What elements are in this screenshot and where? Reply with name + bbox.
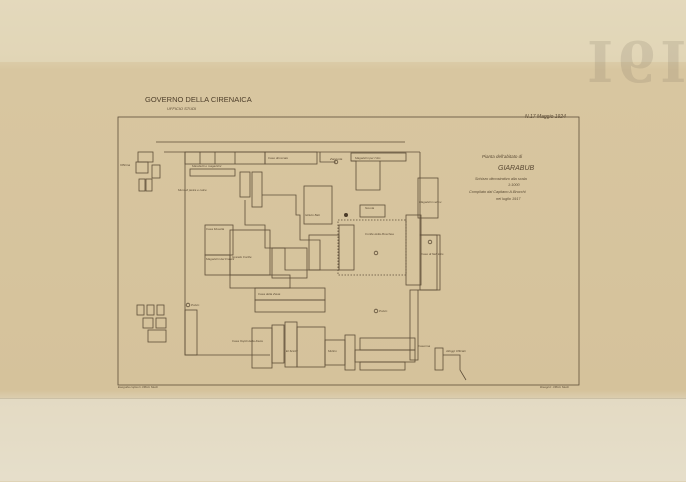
label: Alloggi Ufficiali: [445, 349, 466, 353]
label: Zanzuola: [329, 157, 343, 161]
label: Istituto Bab: [305, 213, 320, 217]
map-labels: Officina Marabutti e magazzini Case diro…: [120, 156, 466, 353]
label: Pozzo: [379, 309, 388, 313]
map-frame: [117, 116, 580, 386]
footer-right-note: Disegnò: Ufficio Studi: [540, 385, 569, 389]
label: Marabutti e magazzini: [192, 164, 222, 168]
label: El Sciobi: [286, 349, 298, 353]
buildings: [135, 141, 467, 381]
tissue-overlay: [0, 0, 686, 62]
label: Caserma: [418, 344, 431, 348]
label: Cortile della Moschea: [365, 232, 394, 236]
title-line: Compilato dal Capitano A.Brucchi: [469, 190, 526, 194]
tape-overlay: [0, 398, 686, 482]
label: Grande Cortile: [232, 255, 252, 259]
label: Case diroccate: [268, 156, 288, 160]
title-line: nel luglio 1917: [496, 197, 521, 201]
title-line: Schizzo dimostrativo alla scala: [475, 177, 527, 181]
footer-left-note: Eseguita copia in Ufficio Studi: [118, 385, 158, 389]
label: Officina: [120, 163, 131, 167]
label: Casa Ospiti della Zavia: [232, 339, 263, 343]
label: Scuola: [365, 206, 375, 210]
well-marker: [344, 213, 348, 217]
label: Muro di pietra e calce: [178, 188, 207, 192]
label: Case di Sidi Idris: [421, 252, 444, 256]
title-place: GIARABUB: [498, 165, 535, 172]
label: Mulino: [328, 349, 337, 353]
header-office: UFFICIO STUDI: [167, 106, 197, 111]
title-scale: 1:1000: [508, 183, 521, 187]
label: Magazzini vettov.: [419, 200, 442, 204]
label: Casa Musella: [206, 227, 225, 231]
label: Casa della Zavia: [258, 292, 281, 296]
label: Pozzo: [191, 303, 200, 307]
label: Magazzini dei Fratelli: [206, 257, 235, 261]
label: Magazzini per l'olio: [355, 156, 381, 160]
title-block: Pianta dell'abitato di GIARABUB Schizzo …: [469, 154, 535, 201]
header-org: GOVERNO DELLA CIRENAICA: [145, 95, 252, 104]
title-line: Pianta dell'abitato di: [482, 154, 523, 159]
